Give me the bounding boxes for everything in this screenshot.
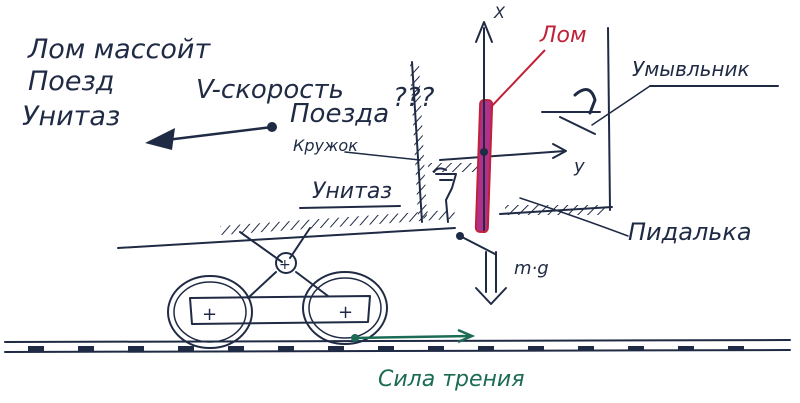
lom-pointer xyxy=(489,49,546,109)
legend-line-1: Лом массойт xyxy=(27,34,211,65)
floor-hatch xyxy=(219,209,456,235)
left-wall xyxy=(410,61,428,223)
bogie-frame xyxy=(189,295,371,325)
kruzhok-label: Кружок xyxy=(293,136,358,155)
lom-label: Лом xyxy=(539,23,587,48)
legend-line-3: Унитаз xyxy=(22,101,120,132)
sink-wall xyxy=(499,27,613,215)
gravity-arrow xyxy=(475,251,507,305)
friction-label: Сила трения xyxy=(378,367,524,392)
kruzhok-arrow xyxy=(344,143,567,161)
legend-line-2: Поезд xyxy=(28,66,114,97)
pedal-label: Пидалька xyxy=(628,218,752,246)
velocity-label: V-скорость xyxy=(196,75,344,105)
sink-pointer xyxy=(591,85,651,126)
wheel-left: + xyxy=(167,275,253,349)
pedal-pointer xyxy=(519,197,629,237)
sleepers xyxy=(28,346,744,351)
svg-text:+: + xyxy=(202,304,217,325)
toilet-bowl xyxy=(428,163,488,223)
unitaz-underline xyxy=(299,205,401,209)
unitaz-label: Унитаз xyxy=(312,179,392,204)
pivot-plus: + xyxy=(279,257,291,273)
wagon-floor-line xyxy=(117,227,456,249)
faucet xyxy=(541,88,601,135)
wheel-right: + xyxy=(302,271,388,345)
friction-arrow xyxy=(351,328,476,344)
pedal xyxy=(456,232,496,255)
sink-label: Умывльник xyxy=(632,57,750,81)
x-axis-label: X xyxy=(493,3,506,22)
bogie: + xyxy=(239,227,329,299)
svg-text:+: + xyxy=(338,302,353,323)
x-axis-arrow xyxy=(475,21,493,231)
velocity-arrow xyxy=(145,122,277,150)
y-axis-label: y xyxy=(573,156,585,177)
rail xyxy=(4,339,791,353)
gravity-label: m·g xyxy=(514,258,549,279)
velocity-train-label: Поезда xyxy=(290,99,389,129)
